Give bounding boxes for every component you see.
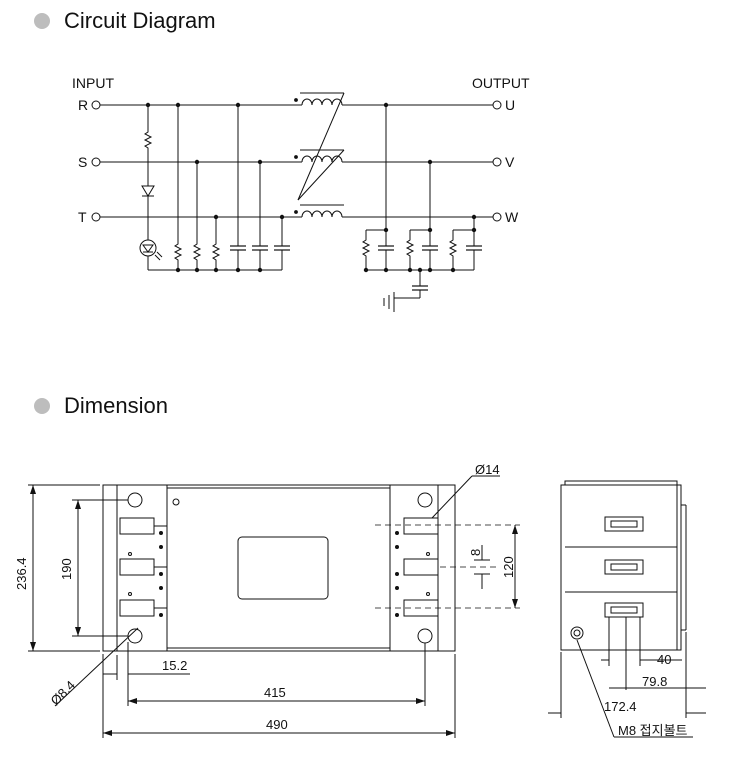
dimension-drawing [28,475,706,738]
input-s: S [78,154,87,170]
dim-terminal-width: 8 [468,549,483,556]
dim-hole-dia-small: Ø8.4 [48,678,79,709]
dim-total-width: 490 [266,717,288,732]
terminal-r [91,100,101,110]
dim-side-172-4: 172.4 [604,699,637,714]
input-t: T [78,209,87,225]
output-w: W [505,209,519,225]
bullet-icon [34,13,50,29]
dim-hole-dia-big: Ø14 [475,462,500,477]
dimension-section-header: Dimension [34,393,168,419]
side-terminal-1 [604,516,644,532]
terminal-w [492,212,502,222]
side-terminal-2 [604,559,644,575]
dimension-labels: 236.4 190 Ø14 Ø8.4 8 120 15.2 415 490 40… [14,462,688,738]
label-window [237,536,329,600]
dim-height-total: 236.4 [14,557,29,590]
choke-coil-1 [301,98,343,106]
circuit-section-header: Circuit Diagram [34,8,216,34]
front-view-plate [102,484,456,652]
dim-mount-span: 415 [264,685,286,700]
side-view-body [560,484,682,651]
terminal-u [492,100,502,110]
terminal-t [91,212,101,222]
dim-height-holes: 190 [59,558,74,580]
side-terminal-3 [604,602,644,618]
junction-dots [145,102,477,273]
led-indicator [139,239,157,257]
circuit-section-title: Circuit Diagram [64,8,216,33]
left-bracket [116,484,168,652]
dim-side-79-8: 79.8 [642,674,667,689]
dim-terminal-span: 120 [501,556,516,578]
choke-coil-2 [301,155,343,163]
right-bracket [389,484,439,652]
ground-bolt-label: M8 접지볼트 [618,723,688,738]
output-v: V [505,154,515,170]
choke-coil-3 [301,210,343,218]
input-label: INPUT [72,75,114,91]
terminal-s [91,157,101,167]
dim-edge-offset: 15.2 [162,658,187,673]
output-label: OUTPUT [472,75,530,91]
bullet-icon [34,398,50,414]
dimension-section-title: Dimension [64,393,168,418]
output-u: U [505,97,515,113]
dim-side-40: 40 [657,652,671,667]
circuit-diagram: INPUT OUTPUT R S T U V W [72,75,530,312]
ground-bolt-icon [570,626,584,640]
terminal-v [492,157,502,167]
input-r: R [78,97,88,113]
